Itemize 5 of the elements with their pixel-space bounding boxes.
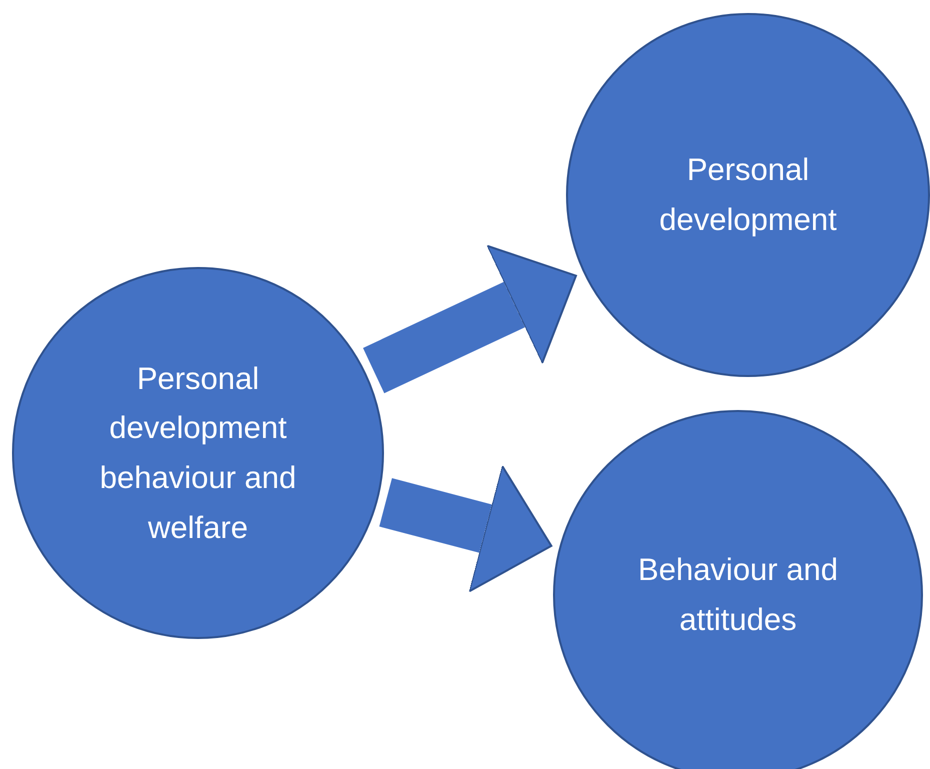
- node-label: Behaviour and attitudes: [637, 551, 839, 639]
- node-label: Personal development: [658, 151, 838, 239]
- node-label: Personal development behaviour and welfare: [98, 360, 298, 547]
- block-arrow: [379, 464, 552, 592]
- block-arrow: [363, 244, 577, 394]
